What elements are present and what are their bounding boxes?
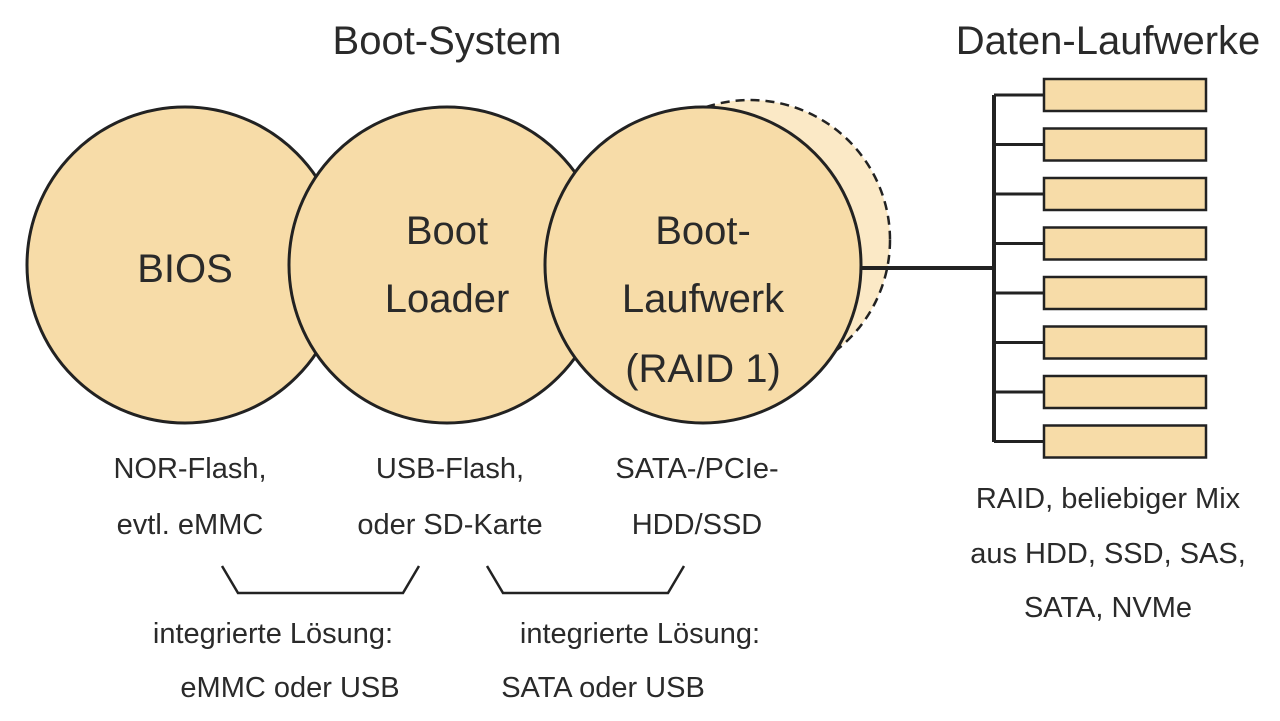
boot-drive-caption-line2: HDD/SSD [632, 509, 763, 541]
integrated-left-line2: eMMC oder USB [180, 672, 399, 704]
boot-loader-caption-line1: USB-Flash, [376, 453, 524, 485]
integrated-right-line2: SATA oder USB [501, 672, 705, 704]
data-drive [1042, 424, 1208, 459]
boot-loader-label-line1: Boot [406, 209, 488, 253]
data-drive [1042, 176, 1208, 212]
integrated-right-line1: integrierte Lösung: [520, 618, 760, 650]
data-drives-caption-line2: aus HDD, SSD, SAS, [970, 538, 1246, 570]
data-drive [1042, 127, 1208, 162]
data-drives-caption-line1: RAID, beliebiger Mix [976, 483, 1241, 515]
left-integration-bracket [220, 565, 421, 595]
data-drive [1042, 275, 1208, 311]
data-drive [1042, 77, 1208, 113]
data-drives-group [994, 77, 1208, 459]
boot-loader-caption-line2: oder SD-Karte [357, 509, 542, 541]
data-drive [1042, 226, 1208, 261]
bios-label: BIOS [137, 247, 233, 291]
bios-caption-line2: evtl. eMMC [117, 509, 264, 541]
boot-system-title: Boot-System [333, 19, 562, 63]
boot-loader-label-line2: Loader [385, 277, 510, 321]
integrated-left-line1: integrierte Lösung: [153, 618, 393, 650]
boot-drive-caption-line1: SATA-/PCIe- [615, 453, 778, 485]
boot-drive-label-line2: Laufwerk [622, 277, 785, 321]
boot-drive-label-line3: (RAID 1) [625, 347, 781, 391]
bios-caption-line1: NOR-Flash, [113, 453, 266, 485]
boot-drive-label-line1: Boot- [655, 209, 751, 253]
data-drives-caption-line3: SATA, NVMe [1024, 592, 1192, 624]
data-drive [1042, 325, 1208, 360]
data-drives-title: Daten-Laufwerke [956, 19, 1261, 63]
boot-drive-circle [543, 105, 863, 425]
data-drive [1042, 374, 1208, 410]
right-integration-bracket [485, 565, 686, 595]
